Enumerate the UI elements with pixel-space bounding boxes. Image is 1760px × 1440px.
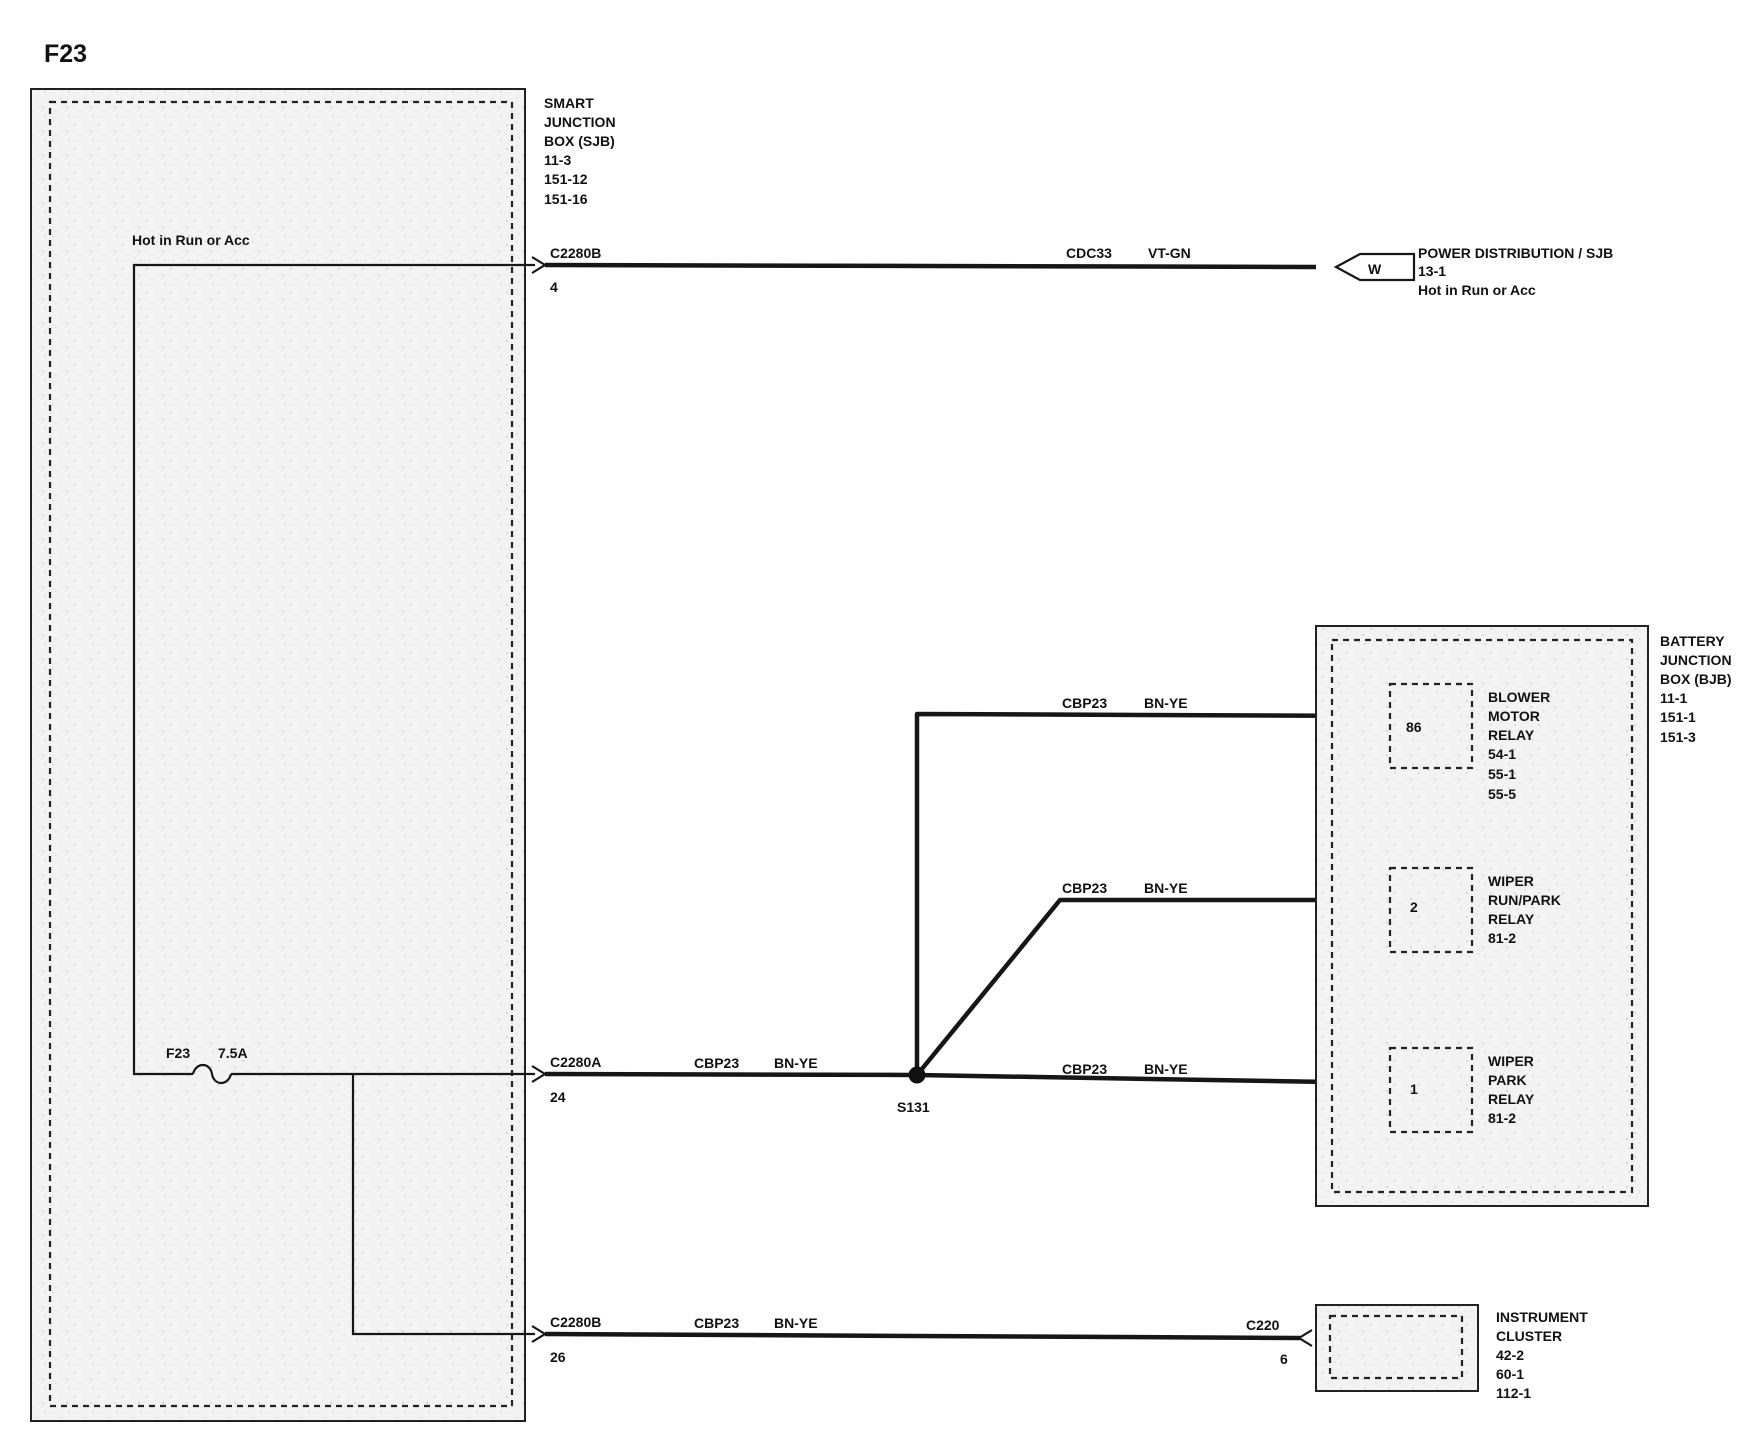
svg-text:42-2: 42-2 (1496, 1347, 1524, 1363)
svg-text:BATTERY: BATTERY (1660, 633, 1725, 649)
relay-blower-motor: 86 BLOWER MOTOR RELAY 54-1 55-1 55-5 (1388, 682, 1550, 802)
wire-cbp23-wiper-park (916, 1072, 1391, 1086)
wire-color: BN-YE (1144, 880, 1188, 896)
connector-c220: C220 (1246, 1317, 1280, 1333)
svg-text:151-12: 151-12 (544, 171, 588, 187)
relay-wiper-park: 1 WIPER PARK RELAY 81-2 (1388, 1046, 1535, 1134)
page-title: F23 (44, 40, 87, 68)
sjb-box (30, 88, 526, 1422)
svg-text:PARK: PARK (1488, 1072, 1527, 1088)
wire-cbp23-cluster (544, 1331, 1301, 1341)
svg-text:WIPER: WIPER (1488, 873, 1534, 889)
svg-text:55-1: 55-1 (1488, 766, 1516, 782)
wire-color: BN-YE (774, 1055, 818, 1071)
wire-color: BN-YE (774, 1315, 818, 1331)
svg-text:11-3: 11-3 (544, 152, 571, 168)
wire-color: BN-YE (1144, 695, 1188, 711)
power-distribution-connector-icon (1333, 252, 1416, 282)
connector-arrow-icon (1296, 1329, 1313, 1347)
svg-text:54-1: 54-1 (1488, 746, 1516, 762)
sjb-feed-label: Hot in Run or Acc (132, 232, 250, 248)
splice-label: S131 (897, 1099, 930, 1115)
svg-text:POWER DISTRIBUTION / SJB: POWER DISTRIBUTION / SJB (1418, 245, 1613, 261)
svg-text:JUNCTION: JUNCTION (1660, 652, 1732, 668)
wire-circuit: CBP23 (1062, 1061, 1107, 1077)
svg-text:11-1: 11-1 (1660, 690, 1687, 706)
sjb-internal-wire (132, 263, 535, 1076)
svg-text:2: 2 (1410, 899, 1418, 915)
bjb-box (1315, 625, 1649, 1207)
svg-text:86: 86 (1406, 719, 1422, 735)
bjb-label: BATTERY JUNCTION BOX (BJB) 11-1 151-1 15… (1660, 633, 1732, 745)
wire-cdc33 (544, 262, 1317, 270)
svg-text:RELAY: RELAY (1488, 911, 1535, 927)
svg-text:RUN/PARK: RUN/PARK (1488, 892, 1561, 908)
wire-cbp23-wiper-runpark (915, 897, 1390, 1077)
fuse-rating: 7.5A (218, 1045, 248, 1061)
wire-circuit: CBP23 (694, 1315, 739, 1331)
connector-pin: 24 (550, 1089, 566, 1105)
svg-text:SMART: SMART (544, 95, 594, 111)
connector-pin: 4 (550, 279, 558, 295)
wire-color: VT-GN (1148, 245, 1191, 261)
svg-text:112-1: 112-1 (1496, 1385, 1531, 1401)
svg-text:1: 1 (1410, 1081, 1418, 1097)
svg-text:MOTOR: MOTOR (1488, 708, 1540, 724)
svg-text:Hot in Run or Acc: Hot in Run or Acc (1418, 282, 1536, 298)
connector-c2280a: C2280A (550, 1054, 601, 1070)
splice-s131 (908, 1066, 926, 1084)
svg-text:55-5: 55-5 (1488, 786, 1516, 802)
svg-text:RELAY: RELAY (1488, 1091, 1535, 1107)
power-distribution-connector-letter: W (1368, 261, 1382, 277)
connector-c2280b-top: C2280B (550, 245, 601, 261)
wire-circuit: CBP23 (1062, 695, 1107, 711)
svg-text:151-16: 151-16 (544, 191, 588, 207)
svg-text:81-2: 81-2 (1488, 1110, 1516, 1126)
svg-text:INSTRUMENT: INSTRUMENT (1496, 1309, 1588, 1325)
svg-text:13-1: 13-1 (1418, 263, 1446, 279)
svg-text:CLUSTER: CLUSTER (1496, 1328, 1562, 1344)
wire-cbp23-blower (914, 711, 1391, 1075)
fuse-icon (191, 1063, 233, 1085)
relay-wiper-run-park: 2 WIPER RUN/PARK RELAY 81-2 (1388, 866, 1561, 954)
connector-pin: 26 (550, 1349, 566, 1365)
svg-text:151-1: 151-1 (1660, 709, 1696, 725)
wire-cbp23-main (544, 1071, 918, 1078)
svg-text:WIPER: WIPER (1488, 1053, 1534, 1069)
svg-text:BLOWER: BLOWER (1488, 689, 1550, 705)
wire-circuit: CDC33 (1066, 245, 1112, 261)
svg-text:JUNCTION: JUNCTION (544, 114, 616, 130)
wire-color: BN-YE (1144, 1061, 1188, 1077)
instrument-cluster-box (1315, 1304, 1479, 1392)
svg-text:151-3: 151-3 (1660, 729, 1696, 745)
sjb-label: SMART JUNCTION BOX (SJB) 11-3 151-12 151… (544, 95, 616, 207)
power-distribution-label: POWER DISTRIBUTION / SJB 13-1 Hot in Run… (1418, 245, 1613, 298)
wire-circuit: CBP23 (1062, 880, 1107, 896)
svg-text:60-1: 60-1 (1496, 1366, 1524, 1382)
connector-c2280b-bottom: C2280B (550, 1314, 601, 1330)
sjb-internal-wire-out (231, 1072, 535, 1336)
wire-circuit: CBP23 (694, 1055, 739, 1071)
svg-text:81-2: 81-2 (1488, 930, 1516, 946)
connector-pin: 6 (1280, 1351, 1288, 1367)
instrument-cluster-label: INSTRUMENT CLUSTER 42-2 60-1 112-1 (1496, 1309, 1588, 1401)
svg-text:BOX (SJB): BOX (SJB) (544, 133, 615, 149)
fuse-name: F23 (166, 1045, 190, 1061)
svg-text:BOX (BJB): BOX (BJB) (1660, 671, 1732, 687)
svg-text:RELAY: RELAY (1488, 727, 1535, 743)
